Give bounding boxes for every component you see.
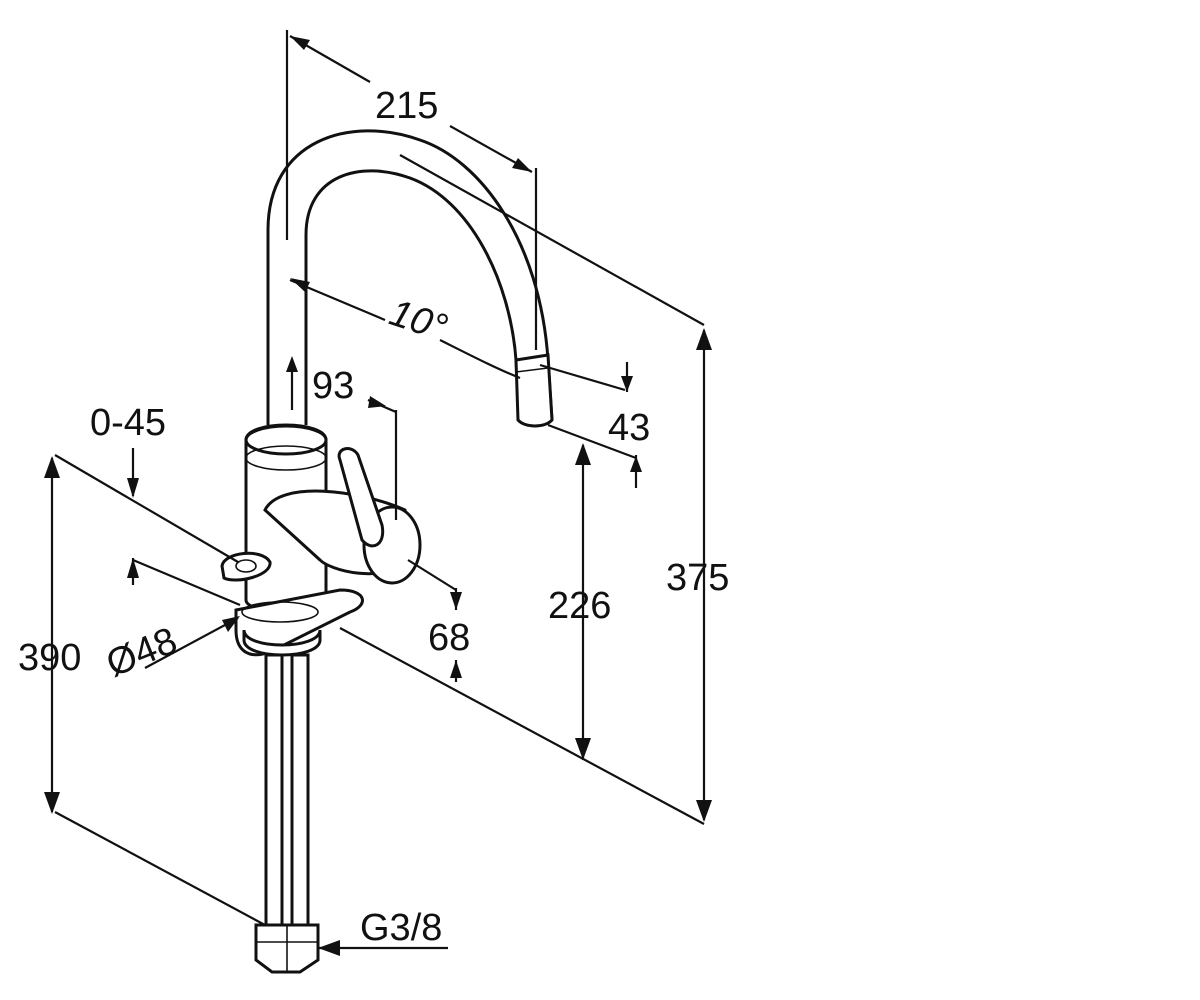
base-arrow-left xyxy=(127,558,139,578)
base-ext-right xyxy=(407,559,457,591)
label-outlet-width: 43 xyxy=(608,407,650,449)
base-ring xyxy=(241,601,319,623)
reach-arrow-left xyxy=(290,36,310,50)
label-base-diameter: Ø48 xyxy=(101,620,183,686)
angle-line-b xyxy=(439,339,521,380)
label-reach: 215 xyxy=(375,85,438,127)
reach-arrow-right xyxy=(512,158,532,172)
swivel-arrow xyxy=(127,478,139,498)
hose-arrow-bottom xyxy=(44,792,60,814)
overall-arrow-top xyxy=(696,328,712,350)
swivel-knob-hole xyxy=(235,559,257,573)
base-arrow-right xyxy=(450,592,462,610)
base-arrow-bottom xyxy=(450,660,462,678)
base-ext-left xyxy=(132,558,241,607)
overall-arrow-bottom xyxy=(696,800,712,822)
spout-outer xyxy=(266,129,554,425)
base-ext xyxy=(339,627,705,825)
spout-tip-ring xyxy=(515,367,549,373)
spout-inner xyxy=(304,169,522,425)
outlet-height-arrow-top xyxy=(575,443,591,465)
diameter-arrow xyxy=(222,616,240,632)
bottom-ext xyxy=(54,811,266,926)
outlet-ext-bottom xyxy=(547,423,637,460)
body-collar-ring xyxy=(245,445,327,471)
hose-arrow-top xyxy=(44,456,60,478)
base-skirt xyxy=(242,629,322,657)
label-outlet-height: 226 xyxy=(548,585,611,627)
base-plate xyxy=(234,588,364,657)
label-swivel: 0-45 xyxy=(90,402,166,444)
handle-arrow-left xyxy=(286,356,298,372)
outlet-arrow-bottom xyxy=(630,456,642,472)
label-base-height: 68 xyxy=(428,617,470,659)
outlet-ext-top xyxy=(539,363,626,392)
hose-right xyxy=(290,653,310,927)
overall-ext-top xyxy=(399,154,705,326)
outlet-arrow-top xyxy=(621,376,633,392)
diameter-leader xyxy=(144,617,239,669)
label-overall-height: 375 xyxy=(666,557,729,599)
label-hose-length: 390 xyxy=(18,637,81,679)
connection-arrow xyxy=(318,940,340,956)
hose-ext-top xyxy=(54,454,239,563)
label-handle-offset: 93 xyxy=(312,365,354,407)
hose-left xyxy=(264,653,284,927)
spout-tip xyxy=(514,353,554,428)
faucet xyxy=(220,129,554,974)
outlet-height-arrow-bottom xyxy=(575,738,591,760)
label-connection: G3/8 xyxy=(360,907,442,949)
lever-handle xyxy=(337,447,385,548)
handle-arrow-right xyxy=(368,396,386,408)
dimension-lines xyxy=(44,30,712,956)
angle-arrow xyxy=(290,278,310,292)
